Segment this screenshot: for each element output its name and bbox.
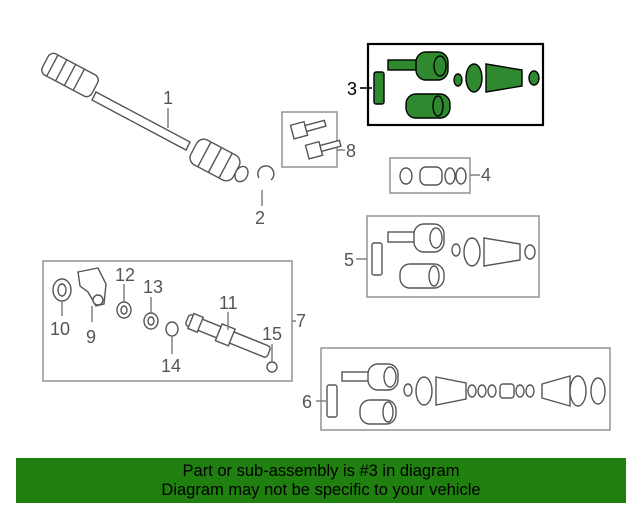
callout-5: 5 <box>344 250 354 270</box>
callout-1: 1 <box>163 88 173 108</box>
callout-15: 15 <box>262 324 282 344</box>
bolt-set-box[interactable] <box>281 111 342 168</box>
ring-15[interactable] <box>266 361 278 373</box>
intermediate-shaft[interactable] <box>184 311 272 361</box>
callout-7: 7 <box>296 311 306 331</box>
seal-ring[interactable] <box>52 278 72 302</box>
info-banner: Part or sub-assembly is #3 in diagram Di… <box>16 458 626 503</box>
callout-14: 14 <box>161 356 181 376</box>
callout-9: 9 <box>86 327 96 347</box>
intermediate-shaft-box[interactable] <box>42 260 293 382</box>
snap-ring[interactable] <box>257 165 275 181</box>
callout-3: 3 <box>347 79 357 99</box>
bearing-12[interactable] <box>116 301 132 319</box>
bearing-13[interactable] <box>143 312 159 330</box>
callout-4: 4 <box>481 165 491 185</box>
cv-joint-kit-alt-box[interactable] <box>366 215 540 298</box>
callout-13: 13 <box>143 277 163 297</box>
banner-line-1: Part or sub-assembly is #3 in diagram <box>182 462 460 480</box>
banner-line-2: Diagram may not be specific to your vehi… <box>161 481 481 499</box>
half-shaft-kit-box[interactable] <box>320 347 611 431</box>
callout-2: 2 <box>255 208 265 228</box>
callout-12: 12 <box>115 265 135 285</box>
axle-shaft-assembly[interactable] <box>40 51 254 189</box>
ring-14[interactable] <box>165 321 179 337</box>
callout-11: 11 <box>219 293 238 313</box>
cv-joint-kit-box[interactable] <box>366 42 545 127</box>
boot-kit-box[interactable] <box>389 157 471 194</box>
callout-6: 6 <box>302 392 312 412</box>
bearing-bracket[interactable] <box>77 267 107 307</box>
callout-10: 10 <box>50 319 70 339</box>
callout-8: 8 <box>346 141 356 161</box>
